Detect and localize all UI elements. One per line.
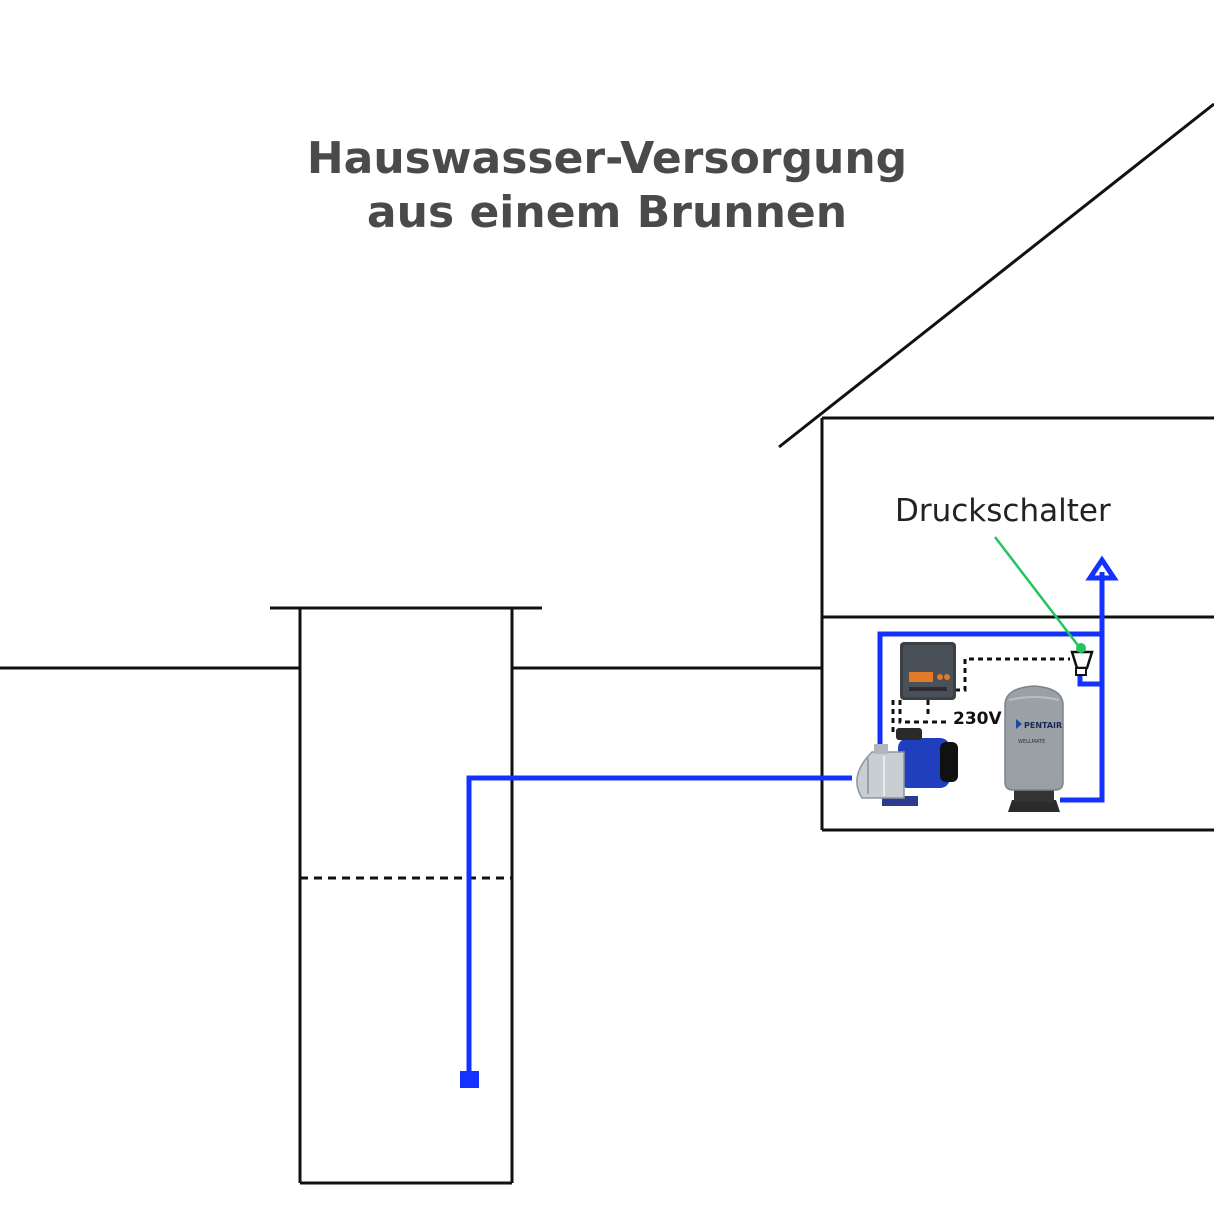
outlet-arrow-icon bbox=[1085, 555, 1119, 581]
pump-controller-icon bbox=[900, 642, 956, 700]
tank-brand-label: PENTAIR bbox=[1024, 721, 1062, 730]
pressure-switch-label: Druckschalter bbox=[895, 493, 1111, 529]
diagram-title-line-2: aus einem Brunnen bbox=[366, 187, 848, 238]
pressure-switch-marker bbox=[1076, 643, 1086, 653]
pressure-tank-icon bbox=[1004, 685, 1064, 812]
centrifugal-pump-icon bbox=[856, 728, 958, 806]
well-shaft bbox=[270, 606, 542, 1185]
voltage-label: 230V bbox=[953, 709, 1002, 729]
house-outline bbox=[778, 102, 1214, 832]
suction-pipe bbox=[466, 775, 852, 1080]
tank-model-label: WELLMATE bbox=[1018, 739, 1045, 745]
pipe-tank-riser bbox=[1060, 572, 1105, 803]
pipe-pump-to-top bbox=[877, 631, 1102, 760]
pressure-switch-leader-line bbox=[994, 536, 1081, 649]
diagram-title-line-1: Hauswasser-Versorgung bbox=[306, 133, 908, 184]
foot-valve bbox=[460, 1071, 479, 1088]
pressure-switch-icon bbox=[1070, 650, 1094, 676]
